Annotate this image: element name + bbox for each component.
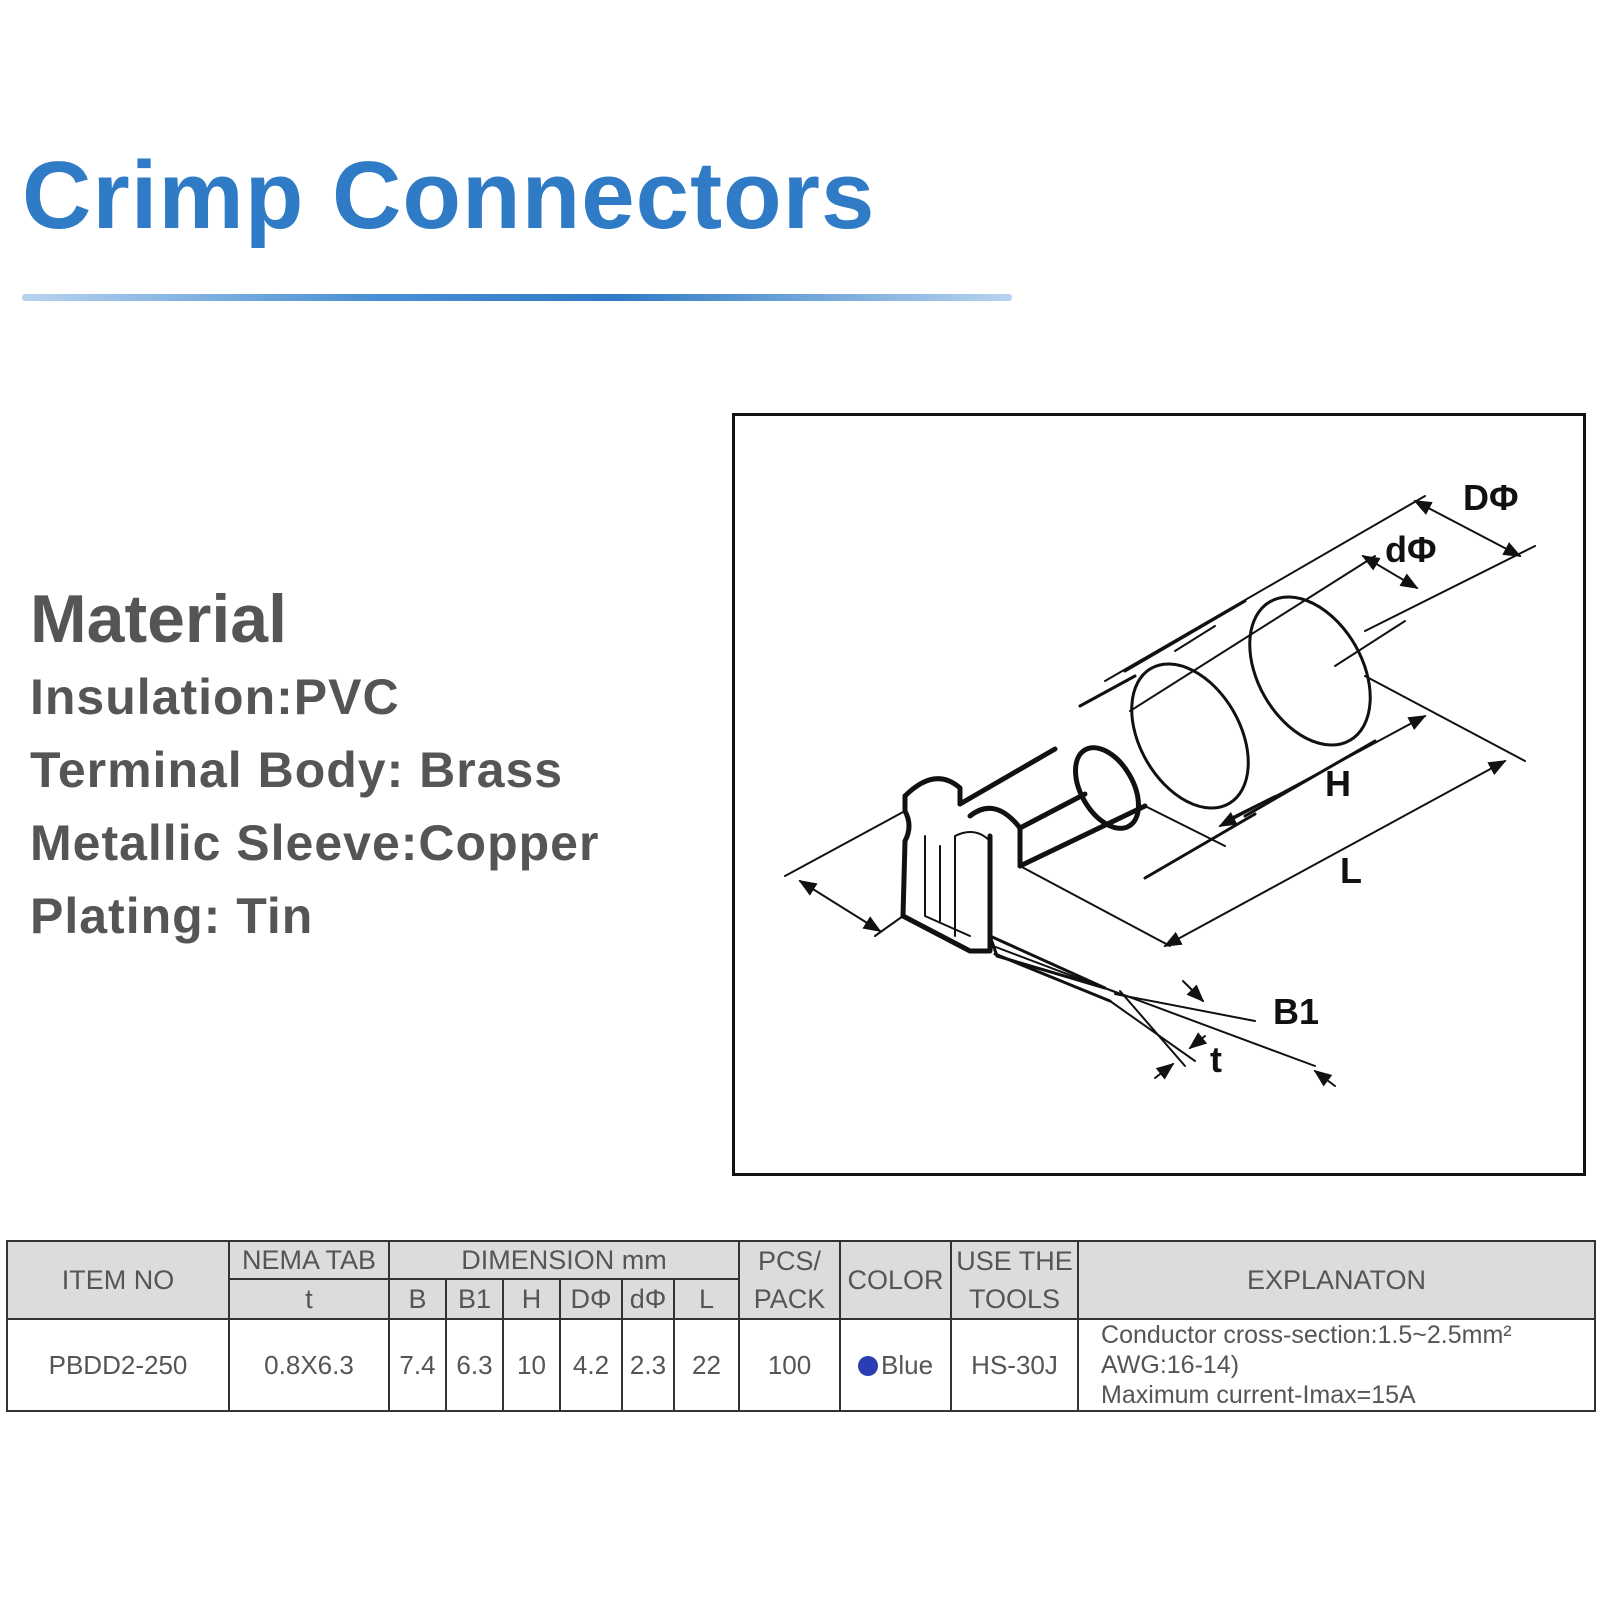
- connector-diagram: DΦ dΦ H L B1 t: [732, 413, 1586, 1176]
- cell-color-label: Blue: [881, 1349, 934, 1380]
- material-plating: Plating: Tin: [30, 888, 314, 944]
- label-D-phi: DΦ: [1463, 477, 1519, 518]
- header-tools-bottom: TOOLS: [969, 1284, 1061, 1314]
- connector-drawing: DΦ dΦ H L B1 t: [784, 477, 1536, 1087]
- header-tools-top: USE THE: [956, 1246, 1073, 1276]
- material-heading: Material: [30, 581, 287, 657]
- cell-dim-B1: 6.3: [445, 1318, 504, 1412]
- cell-nema-tab: 0.8X6.3: [228, 1318, 390, 1412]
- spec-table: ITEM NO NEMA TAB DIMENSION mm PCS/ PACK …: [6, 1240, 1597, 1412]
- header-item-no: ITEM NO: [6, 1240, 230, 1320]
- label-d-phi: dΦ: [1385, 529, 1437, 570]
- explanation-line-1: Conductor cross-section:1.5~2.5mm²: [1101, 1321, 1512, 1349]
- page-title: Crimp Connectors: [22, 142, 876, 249]
- title-underline: [22, 294, 1012, 301]
- header-pcs-pack: PCS/ PACK: [738, 1240, 842, 1320]
- cell-dim-D-phi: 4.2: [559, 1318, 623, 1412]
- header-dim-B: B: [388, 1278, 447, 1320]
- header-dim-B1: B1: [445, 1278, 504, 1320]
- table-row: PBDD2-250 0.8X6.3 7.4 6.3 10 4.2 2.3 22 …: [6, 1318, 1597, 1412]
- header-pcs-bottom: PACK: [753, 1284, 826, 1314]
- header-dim-d-phi: dΦ: [621, 1278, 675, 1320]
- explanation-line-3: Maximum current-Imax=15A: [1101, 1381, 1416, 1409]
- header-nema-tab: NEMA TAB: [228, 1240, 390, 1280]
- cell-item-no: PBDD2-250: [6, 1318, 230, 1412]
- header-dim-L: L: [672, 1278, 741, 1320]
- header-explanation: EXPLANATON: [1077, 1240, 1597, 1320]
- material-metallic-sleeve: Metallic Sleeve:Copper: [30, 815, 600, 871]
- header-nema-sub: t: [228, 1278, 390, 1320]
- header-tools: USE THE TOOLS: [950, 1240, 1080, 1320]
- label-L: L: [1340, 850, 1362, 891]
- header-dim-H: H: [502, 1278, 561, 1320]
- cell-tools: HS-30J: [950, 1318, 1080, 1412]
- cell-explanation: Conductor cross-section:1.5~2.5mm² AWG:1…: [1077, 1318, 1597, 1412]
- label-t: t: [1210, 1039, 1222, 1080]
- cell-pcs: 100: [738, 1318, 842, 1412]
- header-dim-D-phi: DΦ: [559, 1278, 623, 1320]
- cell-dim-B: 7.4: [388, 1318, 447, 1412]
- cell-dim-L: 22: [672, 1318, 741, 1412]
- header-pcs-top: PCS/: [758, 1246, 822, 1276]
- header-dimension: DIMENSION mm: [387, 1240, 741, 1280]
- tab-blade: [988, 934, 1121, 1003]
- material-terminal-body: Terminal Body: Brass: [30, 742, 564, 798]
- cell-dim-H: 10: [502, 1318, 561, 1412]
- color-swatch-icon: [858, 1355, 878, 1376]
- label-B1: B1: [1273, 991, 1319, 1032]
- dimension-arrows: [798, 500, 1522, 1087]
- extension-lines: [784, 495, 1536, 1067]
- header-color: COLOR: [839, 1240, 953, 1320]
- cell-color: Blue: [839, 1318, 953, 1412]
- material-section: Material Insulation:PVC Terminal Body: B…: [30, 585, 599, 953]
- insulation-sleeve: [1073, 595, 1377, 880]
- terminal-body: [900, 746, 1148, 954]
- material-insulation: Insulation:PVC: [30, 669, 400, 725]
- label-H: H: [1325, 763, 1351, 804]
- explanation-line-2: AWG:16-14): [1101, 1351, 1240, 1379]
- cell-dim-d-phi: 2.3: [621, 1318, 675, 1412]
